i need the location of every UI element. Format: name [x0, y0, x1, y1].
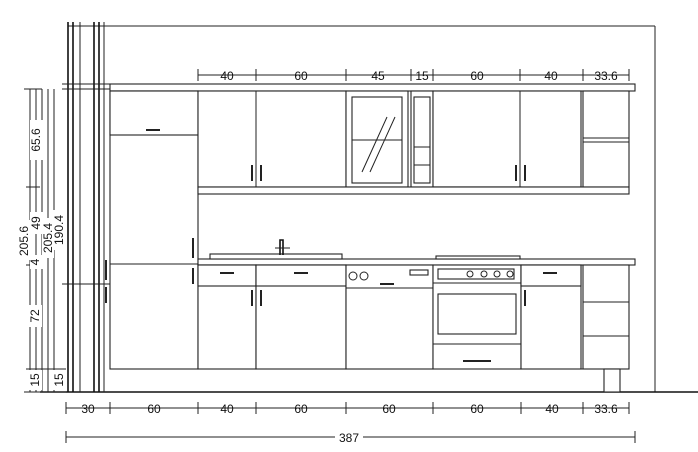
top-dim-4: 15 — [415, 69, 429, 83]
bottom-dim-3: 40 — [220, 402, 234, 416]
wall-columns — [62, 22, 110, 392]
top-dim-7: 33.6 — [594, 69, 618, 83]
bottom-dim-6: 60 — [470, 402, 484, 416]
vertical-dimension-lines: 65.6 205.6 4 49 205.4 190.4 72 15 15 — [17, 88, 66, 393]
bottom-dim-8: 33.6 — [594, 402, 618, 416]
bottom-dim-5: 60 — [382, 402, 396, 416]
vdim-plinth-a: 15 — [28, 373, 42, 387]
vdim-upper: 65.6 — [29, 128, 43, 152]
top-dim-3: 45 — [371, 69, 385, 83]
vdim-total-c: 190.4 — [52, 215, 66, 245]
tall-cabinet — [105, 90, 199, 370]
top-dim-1: 40 — [220, 69, 234, 83]
bottom-dim-2: 60 — [147, 402, 161, 416]
total-dim: 387 — [339, 431, 359, 445]
base-cabinets — [197, 264, 630, 370]
top-dim-6: 40 — [544, 69, 558, 83]
total-dimension-line: 387 — [65, 429, 636, 445]
vdim-total-b: 205.4 — [41, 223, 55, 253]
top-dim-5: 60 — [470, 69, 484, 83]
bottom-dim-7: 40 — [545, 402, 559, 416]
vdim-mid-a: 4 — [28, 258, 42, 265]
bottom-dim-4: 60 — [294, 402, 308, 416]
wall-cabinets — [197, 90, 630, 195]
vdim-base: 72 — [28, 309, 42, 323]
bottom-dimension-line: 30 60 40 60 60 60 40 33.6 — [65, 402, 630, 416]
cornice — [109, 83, 636, 92]
bottom-dim-1: 30 — [81, 402, 95, 416]
vdim-total-a: 205.6 — [17, 226, 31, 256]
plinth — [110, 368, 629, 393]
top-dim-2: 60 — [294, 69, 308, 83]
vdim-mid-b: 49 — [29, 216, 43, 230]
vdim-plinth-b: 15 — [52, 373, 66, 387]
room-frame — [40, 25, 698, 393]
top-dimension-line: 40 60 45 15 60 40 33.6 — [197, 69, 630, 83]
